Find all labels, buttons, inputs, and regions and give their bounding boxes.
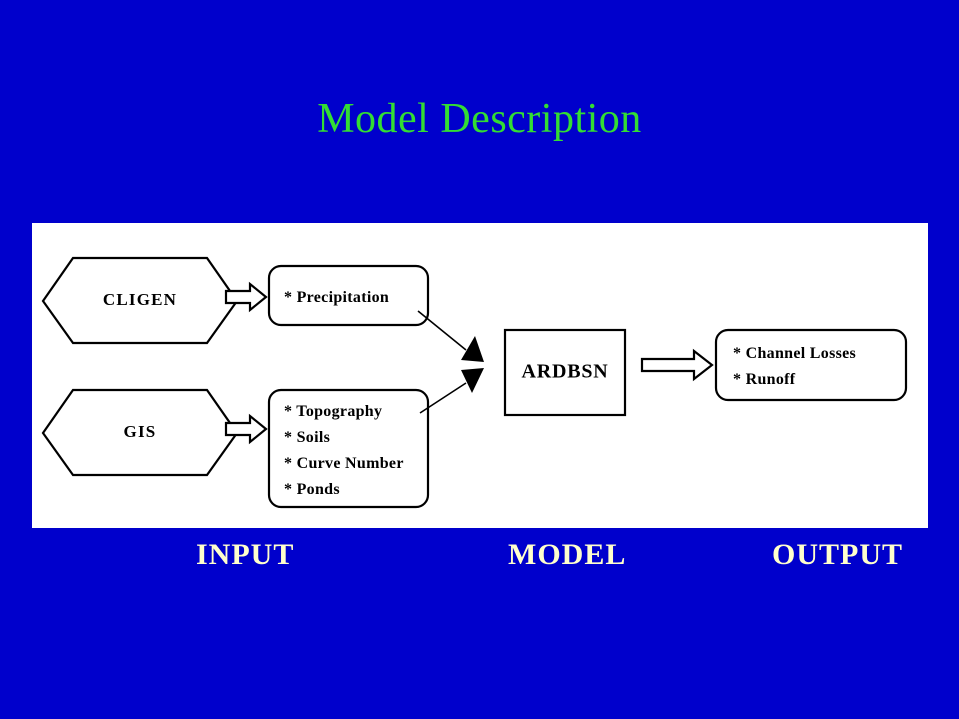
model-flow-diagram: CLIGEN * Precipitation GIS (41, 256, 908, 509)
node-gis-label: GIS (124, 422, 157, 441)
outputs-box-shape (714, 328, 908, 402)
triangle-up-arrowhead-icon (461, 336, 484, 362)
arrow-model-to-outputs (640, 348, 714, 382)
footer-label-input: INPUT (196, 538, 295, 571)
node-cligen[interactable]: CLIGEN (41, 256, 239, 345)
node-precipitation[interactable]: * Precipitation (267, 264, 430, 327)
terrain-box-shape (267, 388, 430, 509)
cligen-hexagon-shape (41, 256, 239, 345)
node-cligen-label: CLIGEN (103, 290, 177, 309)
precipitation-line-0: * Precipitation (284, 289, 389, 306)
arrow-cligen-to-precipitation (224, 281, 268, 313)
page-title: Model Description (317, 96, 642, 142)
node-outputs[interactable]: * Channel Losses * Runoff (714, 328, 908, 402)
terrain-line-0: * Topography (284, 403, 382, 420)
terrain-line-1: * Soils (284, 429, 330, 446)
block-arrow-right-icon (640, 348, 714, 382)
node-gis[interactable]: GIS (41, 388, 239, 477)
outputs-line-1: * Runoff (733, 371, 796, 388)
node-terrain-data[interactable]: * Topography * Soils * Curve Number * Po… (267, 388, 430, 509)
block-arrow-right-icon (224, 281, 268, 313)
arrow-terrain-to-model (419, 368, 484, 414)
connector-line (419, 382, 467, 414)
arrow-gis-to-terrain (224, 413, 268, 445)
outputs-line-0: * Channel Losses (733, 345, 856, 362)
gis-hexagon-shape (41, 388, 239, 477)
triangle-down-arrowhead-icon (461, 368, 484, 393)
block-arrow-right-icon (224, 413, 268, 445)
node-ardbsn-model[interactable]: ARDBSN (503, 328, 627, 417)
connector-line (417, 310, 467, 351)
ardbsn-box-shape (503, 328, 627, 417)
footer-label-output: OUTPUT (772, 538, 904, 571)
terrain-line-2: * Curve Number (284, 455, 404, 472)
footer-label-model: MODEL (508, 538, 627, 571)
terrain-line-3: * Ponds (284, 481, 340, 498)
diagram-panel: CLIGEN * Precipitation GIS (32, 223, 928, 528)
precipitation-box-shape (267, 264, 430, 327)
arrow-precipitation-to-model (417, 310, 484, 362)
node-ardbsn-label: ARDBSN (521, 361, 608, 383)
